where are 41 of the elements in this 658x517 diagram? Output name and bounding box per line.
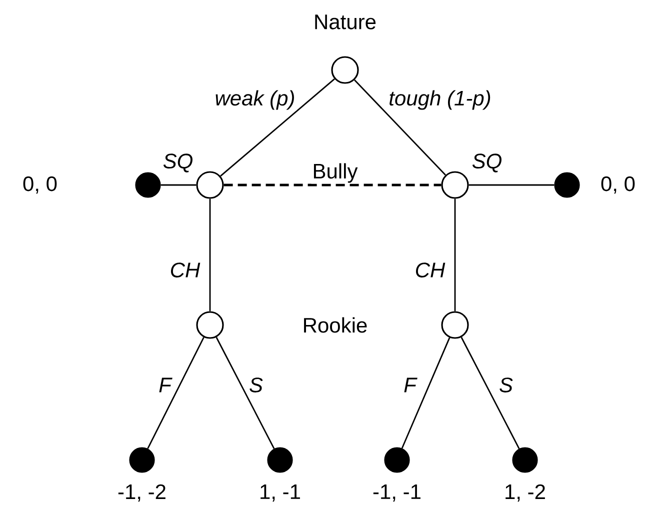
edge-label: S	[248, 376, 264, 394]
decision-node	[196, 171, 224, 199]
decision-node	[441, 171, 469, 199]
payoff-label: 0, 0	[601, 176, 635, 194]
terminal-node	[384, 447, 410, 473]
terminal-node	[129, 447, 155, 473]
edge-label: SQ	[470, 152, 504, 174]
terminal-node	[512, 447, 538, 473]
branch-line	[454, 198, 456, 312]
branch-line	[216, 336, 275, 449]
decision-node	[196, 311, 224, 339]
branch-line	[401, 337, 450, 449]
edge-label: S	[498, 376, 514, 394]
terminal-node	[267, 447, 293, 473]
branch-line	[354, 80, 446, 176]
edge-label: SQ	[162, 152, 194, 174]
branch-line	[160, 184, 196, 186]
payoff-label: -1, -2	[118, 484, 166, 502]
branch-line	[220, 78, 335, 177]
branch-line	[468, 184, 554, 186]
payoff-label: -1, -1	[373, 484, 420, 502]
payoff-label: 1, -2	[506, 484, 545, 502]
decision-node	[331, 56, 359, 84]
player-label: Bully	[311, 162, 359, 184]
payoff-label: 0, 0	[23, 176, 57, 194]
decision-node	[441, 311, 469, 339]
branch-line	[460, 336, 520, 449]
edge-label: tough (1-p)	[388, 89, 492, 111]
player-label: Nature	[315, 14, 376, 30]
player-label: Rookie	[301, 316, 369, 334]
edge-label: F	[158, 376, 172, 394]
terminal-node	[135, 172, 161, 198]
edge-label: CH	[168, 262, 202, 278]
edge-label: F	[402, 376, 418, 394]
branch-line	[209, 198, 211, 312]
edge-label: CH	[414, 262, 446, 278]
terminal-node	[554, 172, 580, 198]
payoff-label: 1, -1	[260, 484, 300, 502]
edge-label: weak (p)	[214, 89, 296, 111]
dashed-line	[224, 184, 442, 186]
branch-line	[147, 337, 204, 449]
